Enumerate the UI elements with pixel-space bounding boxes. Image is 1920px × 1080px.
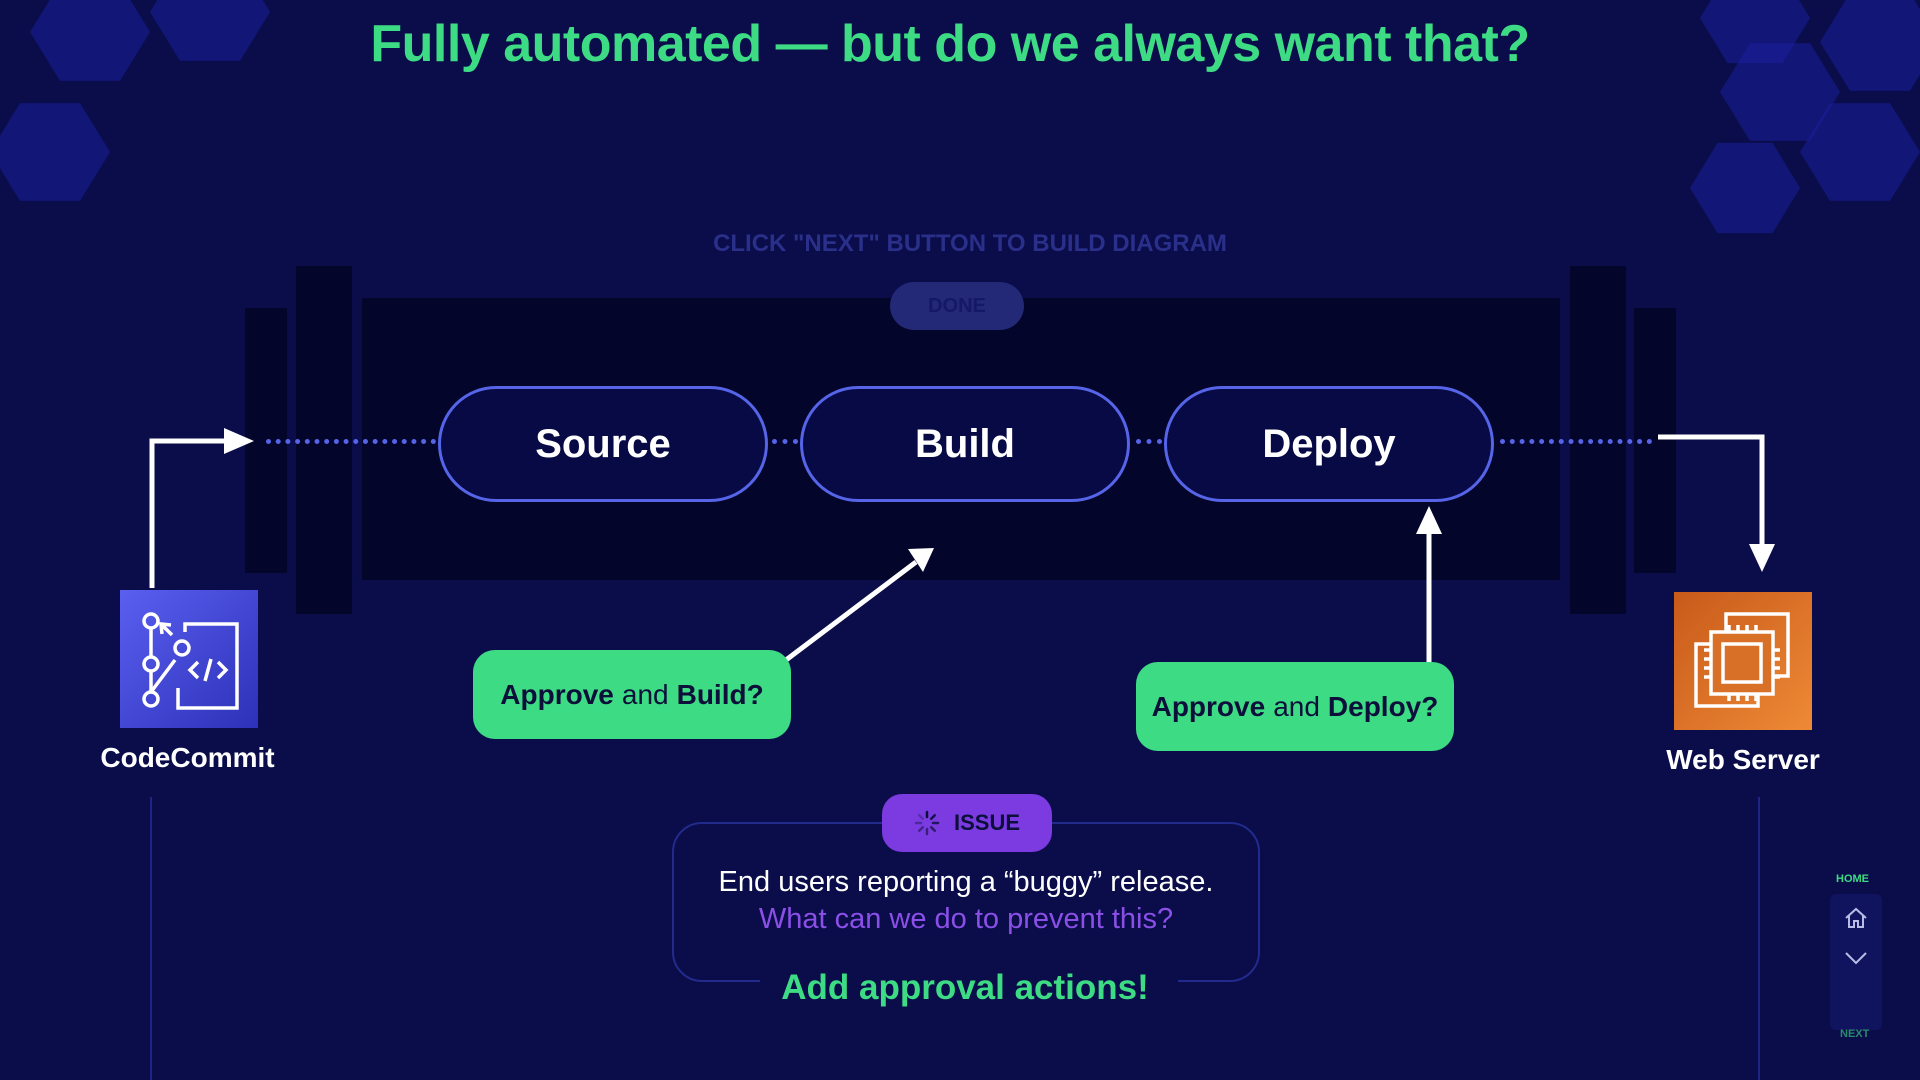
issue-badge-label: ISSUE bbox=[953, 810, 1021, 835]
connector-dots bbox=[266, 439, 436, 444]
connector-dots bbox=[1136, 439, 1162, 444]
home-icon bbox=[1845, 907, 1867, 928]
home-button[interactable] bbox=[1842, 904, 1870, 932]
nav-home-label: HOME bbox=[1836, 873, 1869, 885]
issue-question: What can we do to prevent this? bbox=[758, 903, 1174, 935]
approve-build-target: Build? bbox=[676, 678, 764, 710]
approve-build-and: and bbox=[621, 678, 669, 710]
guide-line-right bbox=[1758, 797, 1760, 1080]
stage-build: Build bbox=[800, 386, 1130, 502]
chevron-down-icon bbox=[1845, 952, 1867, 965]
spinner-icon bbox=[914, 810, 940, 836]
page-title: Fully automated — but do we always want … bbox=[370, 15, 1530, 73]
webserver-label: Web Server bbox=[1666, 744, 1820, 775]
arrow-pipeline-to-webserver-head bbox=[1749, 544, 1775, 572]
issue-badge: ISSUE bbox=[882, 794, 1052, 852]
approve-deploy-verb: Approve bbox=[1151, 690, 1266, 722]
next-button[interactable] bbox=[1842, 944, 1870, 972]
connector-dots bbox=[772, 439, 798, 444]
arrow-pipeline-to-webserver bbox=[1658, 434, 1765, 548]
guide-line-left bbox=[150, 797, 152, 1080]
approve-build-verb: Approve bbox=[500, 678, 614, 710]
arrow-approve-deploy-head bbox=[1416, 506, 1442, 534]
issue-solution: Add approval actions! bbox=[781, 968, 1149, 1007]
approve-deploy-and: and bbox=[1273, 690, 1320, 722]
approve-deploy-target: Deploy? bbox=[1327, 690, 1439, 722]
stage-deploy: Deploy bbox=[1164, 386, 1494, 502]
arrow-codecommit-to-pipeline-head bbox=[224, 428, 254, 454]
decor-hexagon bbox=[1690, 142, 1800, 234]
stage-source: Source bbox=[438, 386, 768, 502]
codecommit-icon bbox=[120, 590, 258, 728]
issue-description: End users reporting a “buggy” release. bbox=[718, 866, 1214, 898]
codecommit-label: CodeCommit bbox=[100, 742, 275, 773]
done-badge: DONE bbox=[890, 282, 1024, 330]
nav-next-label: NEXT bbox=[1840, 1028, 1870, 1040]
arrow-approve-build bbox=[784, 560, 918, 662]
arrow-approve-build-head bbox=[908, 548, 934, 572]
connector-dots bbox=[1500, 439, 1652, 444]
cta-backdrop bbox=[760, 960, 1178, 1020]
build-hint: CLICK "NEXT" BUTTON TO BUILD DIAGRAM bbox=[713, 230, 1227, 257]
ec2-chip-icon bbox=[1674, 592, 1812, 730]
arrow-codecommit-to-pipeline bbox=[149, 438, 232, 588]
